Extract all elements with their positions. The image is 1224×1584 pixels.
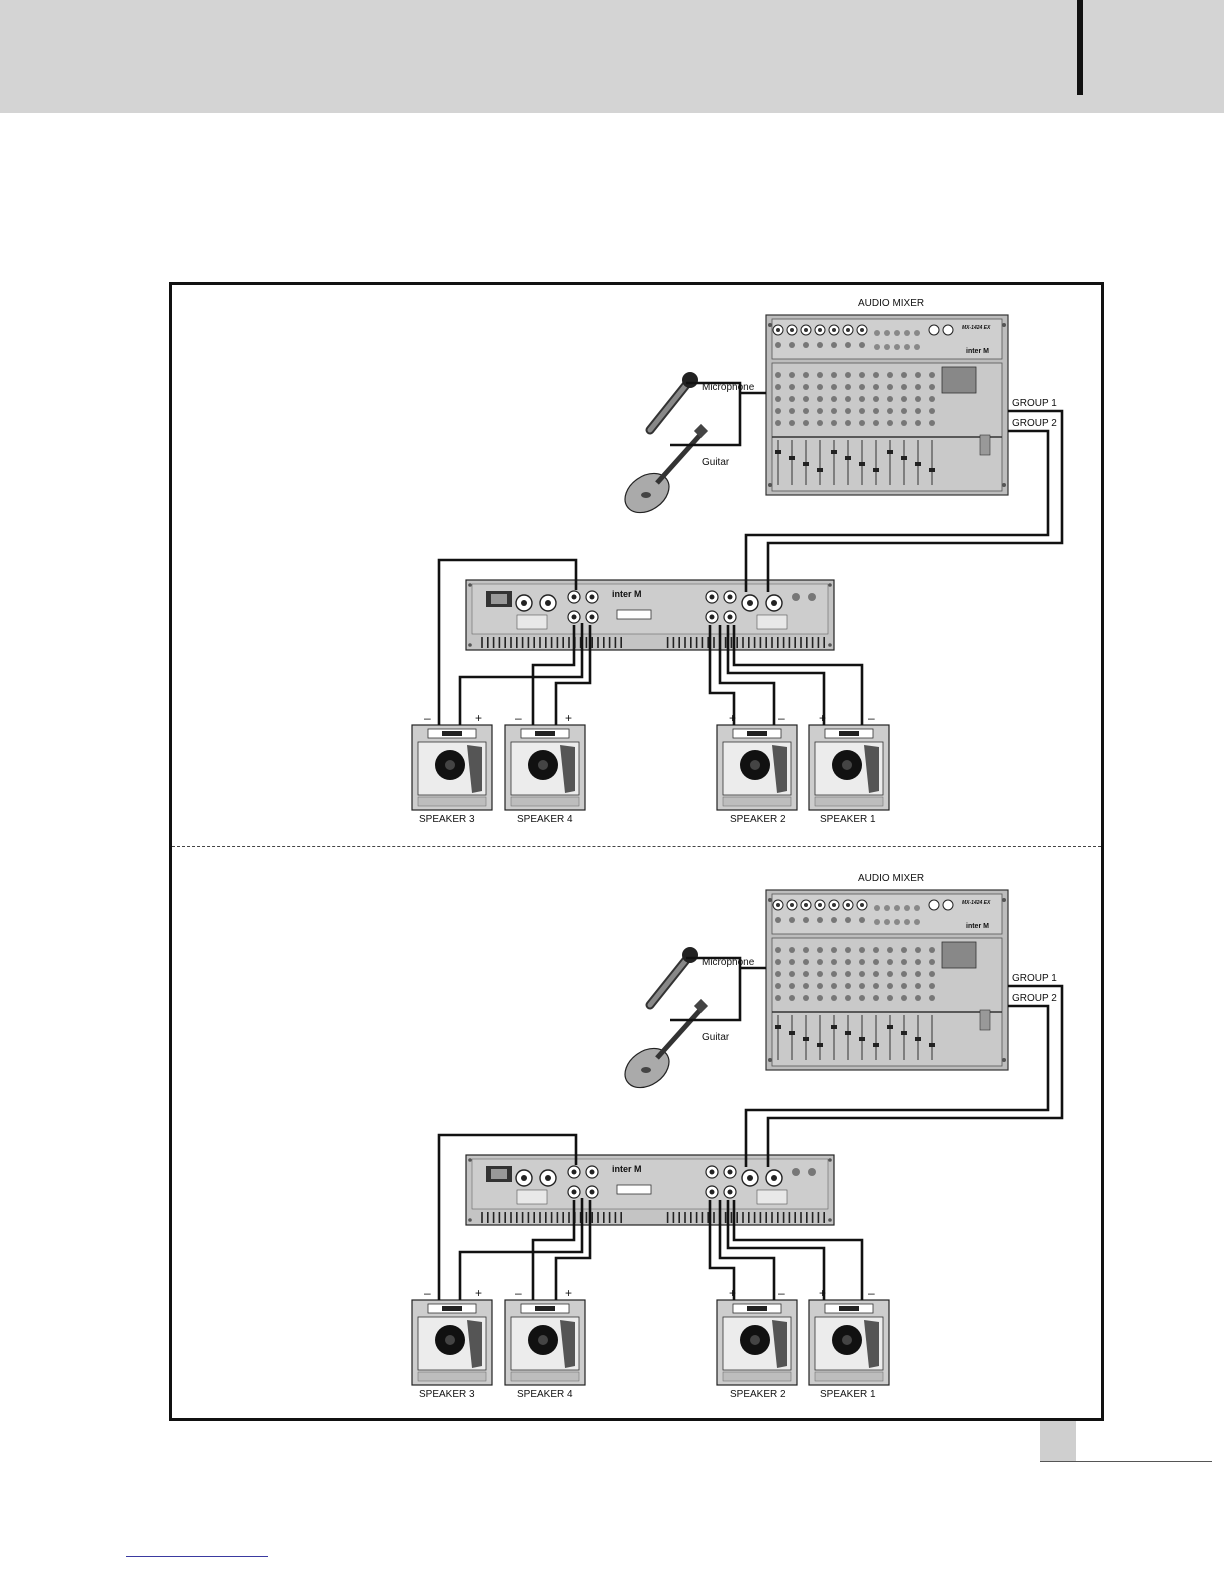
speaker-4-right-sign: + <box>565 1287 572 1299</box>
speaker-4-label: SPEAKER 4 <box>517 814 573 826</box>
speaker-4-label: SPEAKER 4 <box>517 1389 573 1401</box>
guitar-icon <box>618 999 708 1096</box>
microphone-label: Microphone <box>702 382 754 394</box>
wiring-diagram-panel-1: MX-1424 EX inter M inter M AUDIO MIXER Mi… <box>172 285 1101 847</box>
mixer-brand-text: inter M <box>966 348 989 355</box>
footer-link-underline <box>126 1556 268 1557</box>
speaker-2-left-sign: + <box>729 1287 736 1299</box>
speaker-cabinets <box>412 1300 889 1385</box>
header-band <box>0 0 1224 113</box>
speaker-2-label: SPEAKER 2 <box>730 1389 786 1401</box>
speaker-3-right-sign: + <box>475 1287 482 1299</box>
guitar-icon <box>618 424 708 521</box>
speaker-3-label: SPEAKER 3 <box>419 814 475 826</box>
group-1-label: GROUP 1 <box>1012 398 1057 410</box>
microphone-icon <box>650 947 698 1005</box>
footer-rule <box>1040 1461 1212 1462</box>
audio-mixer: MX-1424 EX inter M <box>766 315 1008 495</box>
speaker-1-label: SPEAKER 1 <box>820 1389 876 1401</box>
microphone-icon <box>650 372 698 430</box>
wiring-diagram-graphic: MX-1424 EX inter M inter M <box>172 860 1101 1422</box>
group-2-label: GROUP 2 <box>1012 418 1057 430</box>
amp-brand-text: inter M <box>612 589 642 599</box>
power-amplifier: inter M <box>466 580 834 650</box>
mixer-model-text: MX-1424 EX <box>962 325 991 331</box>
group-2-label: GROUP 2 <box>1012 993 1057 1005</box>
audio-mixer: MX-1424 EX inter M <box>766 890 1008 1070</box>
guitar-label: Guitar <box>702 457 729 469</box>
speaker-2-right-sign: – <box>778 712 785 724</box>
mixer-model-text: MX-1424 EX <box>962 900 991 906</box>
speaker-3-label: SPEAKER 3 <box>419 1389 475 1401</box>
group-1-label: GROUP 1 <box>1012 973 1057 985</box>
speaker-2-left-sign: + <box>729 712 736 724</box>
speaker-cabinets <box>412 725 889 810</box>
amp-brand-text: inter M <box>612 1164 642 1174</box>
speaker-3-right-sign: + <box>475 712 482 724</box>
mixer-title: AUDIO MIXER <box>858 298 924 310</box>
header-marker-bar <box>1077 0 1083 95</box>
speaker-3-left-sign: – <box>424 712 431 724</box>
power-amplifier: inter M <box>466 1155 834 1225</box>
microphone-label: Microphone <box>702 957 754 969</box>
mixer-brand-text: inter M <box>966 923 989 930</box>
speaker-2-right-sign: – <box>778 1287 785 1299</box>
speaker-1-label: SPEAKER 1 <box>820 814 876 826</box>
mixer-title: AUDIO MIXER <box>858 873 924 885</box>
speaker-1-left-sign: + <box>819 1287 826 1299</box>
speaker-1-right-sign: – <box>868 712 875 724</box>
speaker-2-label: SPEAKER 2 <box>730 814 786 826</box>
wiring-diagram-panel-2: MX-1424 EX inter M inter M AUDIO MIXER Mi… <box>172 860 1101 1422</box>
speaker-4-left-sign: – <box>515 1287 522 1299</box>
speaker-4-left-sign: – <box>515 712 522 724</box>
speaker-4-right-sign: + <box>565 712 572 724</box>
wiring-diagram-graphic: MX-1424 EX inter M inter M <box>172 285 1101 847</box>
speaker-1-right-sign: – <box>868 1287 875 1299</box>
speaker-3-left-sign: – <box>424 1287 431 1299</box>
guitar-label: Guitar <box>702 1032 729 1044</box>
speaker-1-left-sign: + <box>819 712 826 724</box>
page-number-box <box>1040 1421 1076 1461</box>
